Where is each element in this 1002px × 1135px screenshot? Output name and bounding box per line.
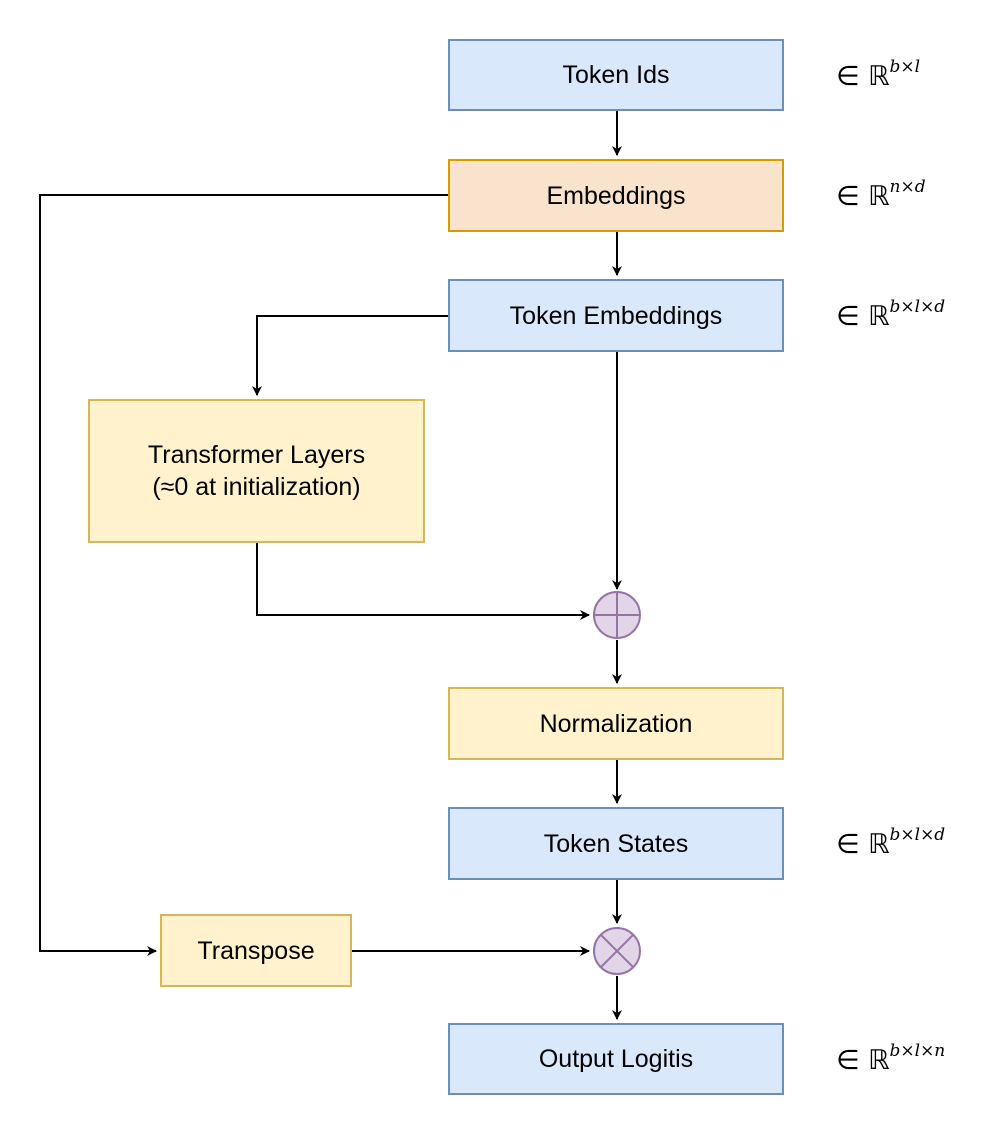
edge-embeddings-to-transpose bbox=[39, 194, 448, 956]
token-states-node: Token States bbox=[448, 807, 784, 880]
edge-tokenembeddings-to-transformer bbox=[252, 315, 448, 396]
edge-transformer-to-add bbox=[256, 543, 590, 620]
token-ids-dim: ∈ ℝb×l bbox=[836, 57, 920, 92]
output-logits-dim-shape: b×l×n bbox=[889, 1041, 946, 1061]
token-embeddings-label: Token Embeddings bbox=[509, 301, 723, 330]
token-embeddings-dim: ∈ ℝb×l×d bbox=[836, 297, 945, 332]
token-embeddings-dim-shape: b×l×d bbox=[889, 297, 946, 317]
token-embeddings-node: Token Embeddings bbox=[448, 279, 784, 352]
transpose-node: Transpose bbox=[160, 914, 352, 987]
token-ids-dim-shape: b×l bbox=[889, 57, 921, 77]
embeddings-label: Embeddings bbox=[546, 181, 686, 210]
token-states-label: Token States bbox=[543, 829, 689, 858]
token-states-dim-member: ∈ ℝ bbox=[836, 829, 890, 860]
transformer-layers-label: Transformer Layers bbox=[147, 441, 366, 469]
transformer-layers-node: Transformer Layers (≈0 at initialization… bbox=[88, 399, 425, 543]
transpose-label: Transpose bbox=[197, 936, 315, 965]
embeddings-dim-member: ∈ ℝ bbox=[836, 181, 890, 212]
token-states-dim: ∈ ℝb×l×d bbox=[836, 825, 945, 860]
token-states-dim-shape: b×l×d bbox=[889, 825, 946, 845]
normalization-node: Normalization bbox=[448, 687, 784, 760]
output-logits-node: Output Logitis bbox=[448, 1023, 784, 1095]
token-ids-node: Token Ids bbox=[448, 39, 784, 111]
token-embeddings-dim-member: ∈ ℝ bbox=[836, 301, 890, 332]
embeddings-dim: ∈ ℝn×d bbox=[836, 177, 926, 212]
token-ids-dim-member: ∈ ℝ bbox=[836, 61, 890, 92]
product-circle-icon bbox=[593, 927, 641, 975]
token-ids-label: Token Ids bbox=[562, 61, 670, 89]
transformer-layers-note: (≈0 at initialization) bbox=[152, 473, 361, 501]
normalization-label: Normalization bbox=[539, 709, 693, 738]
output-logits-dim: ∈ ℝb×l×n bbox=[836, 1041, 945, 1076]
output-logits-label: Output Logitis bbox=[538, 1045, 694, 1073]
sum-circle-icon bbox=[593, 591, 641, 639]
output-logits-dim-member: ∈ ℝ bbox=[836, 1045, 890, 1076]
embeddings-dim-shape: n×d bbox=[889, 177, 926, 197]
embeddings-node: Embeddings bbox=[448, 159, 784, 232]
